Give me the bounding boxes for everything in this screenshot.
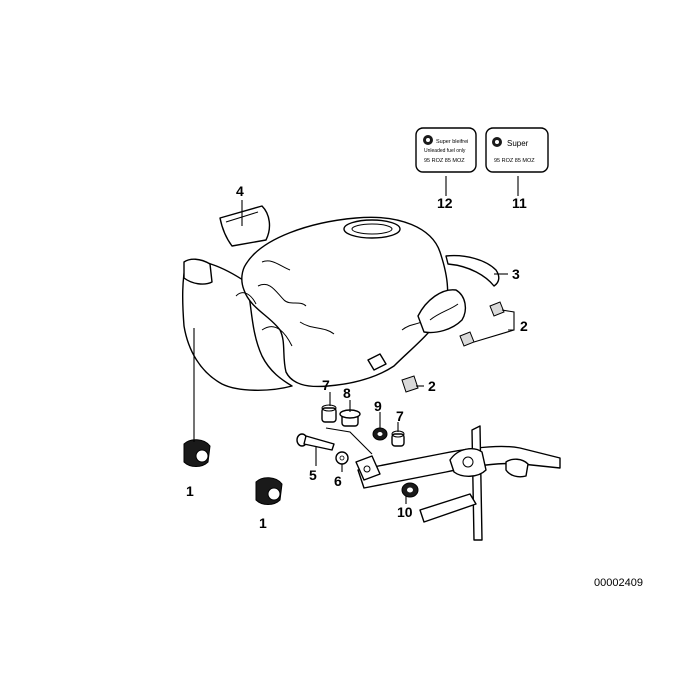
washer-part-9 <box>372 427 388 441</box>
callout-3: 3 <box>512 266 520 282</box>
buffer-parts-2 <box>401 301 505 393</box>
callouts: 4 3 2 2 7 8 9 7 5 6 10 1 1 12 11 <box>186 183 528 531</box>
knob-part-1a <box>183 439 211 467</box>
sleeve-part-7a <box>321 404 337 423</box>
knob-part-1b <box>255 477 283 505</box>
callout-11: 11 <box>512 195 527 211</box>
callout-2a: 2 <box>520 318 528 334</box>
callout-1b: 1 <box>259 515 267 531</box>
leader-lines <box>193 176 519 504</box>
callout-12: 12 <box>437 195 453 211</box>
label11-line1: Super <box>507 139 529 148</box>
fuel-tank <box>181 216 467 391</box>
frame <box>355 425 561 541</box>
label12-line2: Unleaded fuel only <box>424 148 466 154</box>
callout-1a: 1 <box>186 483 194 499</box>
callout-6: 6 <box>334 473 342 489</box>
nut-part-10 <box>401 482 419 498</box>
callout-4: 4 <box>236 183 244 199</box>
label12-line3: 95 ROZ 85 MOZ <box>424 158 465 164</box>
label-part-12: Super bleifrei Unleaded fuel only 95 ROZ… <box>415 127 477 173</box>
label12-line1: Super bleifrei <box>436 139 468 145</box>
pad-part-4 <box>219 205 271 247</box>
washer-part-6 <box>335 451 349 465</box>
stud-part-8 <box>339 409 361 427</box>
strip-part-3 <box>445 254 500 287</box>
reference-number: 00002409 <box>594 577 643 589</box>
callout-10: 10 <box>397 504 413 520</box>
bolt-part-5 <box>296 433 335 451</box>
callout-8: 8 <box>343 385 351 401</box>
label11-line2: 95 ROZ 85 MOZ <box>494 158 535 164</box>
callout-9: 9 <box>374 398 382 414</box>
callout-7a: 7 <box>322 377 330 393</box>
sleeve-part-7b <box>391 430 405 447</box>
callout-2b: 2 <box>428 378 436 394</box>
label-part-11: Super 95 ROZ 85 MOZ <box>485 127 549 173</box>
callout-5: 5 <box>309 467 317 483</box>
callout-7b: 7 <box>396 408 404 424</box>
